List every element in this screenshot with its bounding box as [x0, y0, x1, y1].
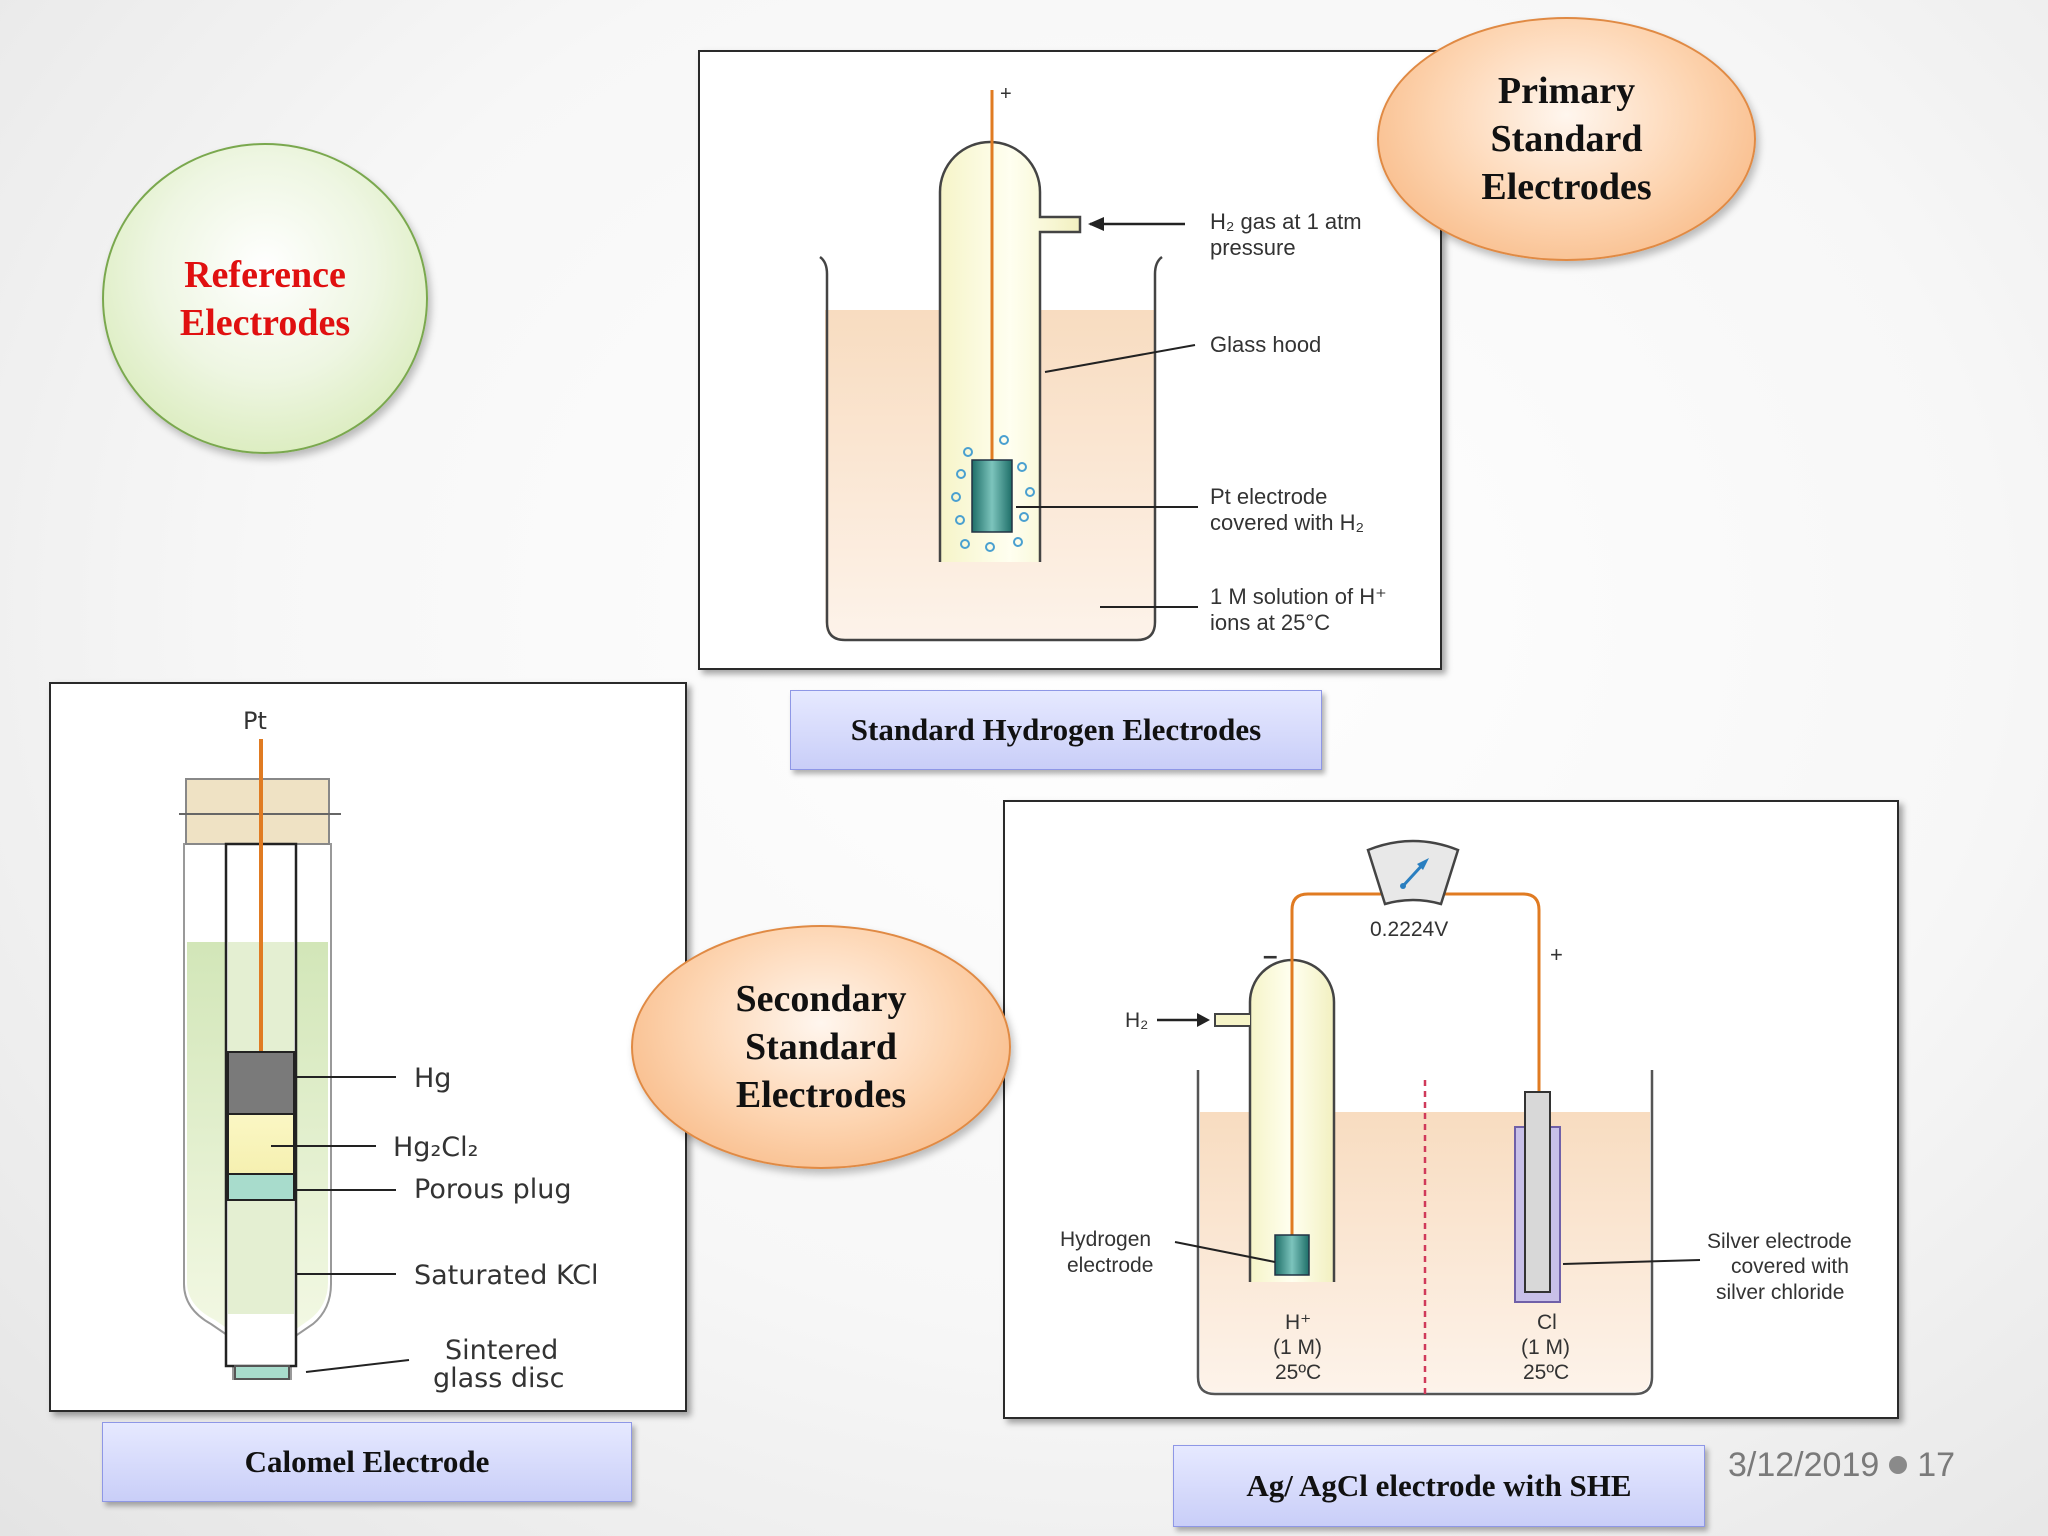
- agcl-silver-electrode: [1524, 1091, 1551, 1293]
- she-diagram-frame: + H₂ gas at 1 atm pressure Glass hood Pt…: [698, 50, 1442, 670]
- secondary-standard-ellipse: Secondary Standard Electrodes: [631, 925, 1011, 1169]
- she-h2-arrowhead: [1088, 217, 1104, 231]
- she-plus-sign: +: [1000, 83, 1012, 105]
- agcl-voltmeter: [1366, 839, 1460, 906]
- calomel-sintered-leader: [305, 1359, 410, 1373]
- reference-electrodes-ellipse: Reference Electrodes: [102, 143, 428, 454]
- slide-number: 17: [1917, 1445, 1956, 1484]
- she-diagram: + H₂ gas at 1 atm pressure Glass hood Pt…: [819, 83, 1387, 642]
- she-pt-electrode: [971, 459, 1013, 533]
- primary-standard-ellipse: Primary Standard Electrodes: [1377, 17, 1756, 261]
- agcl-plus-sign: +: [1550, 942, 1563, 967]
- agcl-silver-leader: [1562, 1259, 1701, 1265]
- agcl-silver-label-2: covered with: [1731, 1255, 1849, 1278]
- calomel-caption: Calomel Electrode: [102, 1422, 632, 1502]
- primary-label-line1: Primary: [1497, 70, 1636, 112]
- calomel-porous-label: Porous plug: [414, 1174, 572, 1205]
- she-pt-label-2: covered with H₂: [1210, 510, 1364, 535]
- calomel-sintered-disc: [234, 1365, 290, 1380]
- agcl-hplus-label: H⁺: [1285, 1311, 1311, 1334]
- agcl-h2-arrowhead: [1197, 1013, 1210, 1027]
- agcl-silver-label-1: Silver electrode: [1707, 1230, 1852, 1253]
- agcl-caption: Ag/ AgCl electrode with SHE: [1173, 1445, 1705, 1527]
- agcl-hydrogen-leader: [1174, 1241, 1276, 1263]
- secondary-label-line1: Secondary: [735, 978, 907, 1020]
- agcl-hplus-conc: (1 M): [1273, 1336, 1322, 1359]
- agcl-h2-label: H₂: [1125, 1009, 1148, 1032]
- agcl-silver-label-3: silver chloride: [1716, 1281, 1844, 1304]
- she-glass-hood: [938, 140, 1082, 562]
- calomel-diagram-frame: Pt Hg Hg₂Cl₂ Porous plug Saturated KCl S…: [49, 682, 687, 1412]
- she-h2-bubbles: [951, 435, 1035, 552]
- agcl-cl-conc: (1 M): [1521, 1336, 1570, 1359]
- calomel-hg: [227, 1051, 295, 1115]
- primary-label-line2: Standard: [1490, 118, 1643, 160]
- secondary-label-line2: Standard: [744, 1026, 898, 1068]
- secondary-label-line3: Electrodes: [735, 1074, 907, 1116]
- agcl-cl-label: Cl: [1537, 1311, 1557, 1334]
- agcl-hydrogen-electrode: [1274, 1234, 1310, 1276]
- slide-date: 3/12/2019: [1728, 1445, 1880, 1484]
- calomel-pt-label: Pt: [243, 707, 267, 735]
- calomel-hg-label: Hg: [414, 1063, 451, 1094]
- agcl-needle-pivot: [1400, 883, 1406, 889]
- agcl-cl-temp: 25ºC: [1523, 1361, 1569, 1384]
- bullet-dot-icon: [1889, 1456, 1908, 1474]
- calomel-porous-plug: [227, 1173, 295, 1201]
- she-h2-gas-label-2: pressure: [1210, 235, 1296, 260]
- calomel-sintered-label-1: Sintered: [445, 1335, 558, 1366]
- agcl-hydrogen-label-1: Hydrogen: [1060, 1228, 1151, 1251]
- she-h2-gas-label-1: H₂ gas at 1 atm: [1210, 209, 1362, 234]
- calomel-hg2cl2: [227, 1113, 295, 1175]
- she-beaker: [819, 255, 1163, 642]
- agcl-hplus-temp: 25ºC: [1275, 1361, 1321, 1384]
- agcl-minus-sign: –: [1263, 940, 1277, 970]
- reference-label-line1: Reference: [184, 253, 346, 296]
- calomel-hg2cl2-label: Hg₂Cl₂: [393, 1132, 478, 1163]
- primary-label-line3: Electrodes: [1481, 166, 1652, 208]
- agcl-h2-inlet: [1214, 1013, 1250, 1027]
- she-solution-label-2: ions at 25°C: [1210, 610, 1330, 635]
- she-solution-label-1: 1 M solution of H⁺: [1210, 584, 1387, 609]
- agcl-hydrogen-label-2: electrode: [1067, 1254, 1153, 1277]
- she-glass-hood-leader: [1044, 344, 1196, 373]
- agcl-diagram-frame: 0.2224V – + H₂ Hydrogen electrode Silver…: [1003, 800, 1899, 1419]
- she-pt-label-1: Pt electrode: [1210, 484, 1327, 509]
- she-caption: Standard Hydrogen Electrodes: [790, 690, 1322, 770]
- slide-footer: 3/12/2019 17: [1728, 1441, 1955, 1489]
- calomel-diagram: Pt Hg Hg₂Cl₂ Porous plug Saturated KCl S…: [179, 707, 599, 1394]
- reference-label-line2: Electrodes: [179, 301, 351, 344]
- agcl-needle-head: [1417, 858, 1429, 870]
- agcl-voltage-label: 0.2224V: [1370, 918, 1448, 941]
- she-glass-hood-label: Glass hood: [1210, 332, 1321, 357]
- calomel-stopper: [185, 778, 330, 845]
- calomel-sintered-label-2: glass disc: [433, 1363, 564, 1394]
- calomel-kcl-label: Saturated KCl: [414, 1260, 599, 1291]
- agcl-diagram: 0.2224V – + H₂ Hydrogen electrode Silver…: [1060, 839, 1852, 1396]
